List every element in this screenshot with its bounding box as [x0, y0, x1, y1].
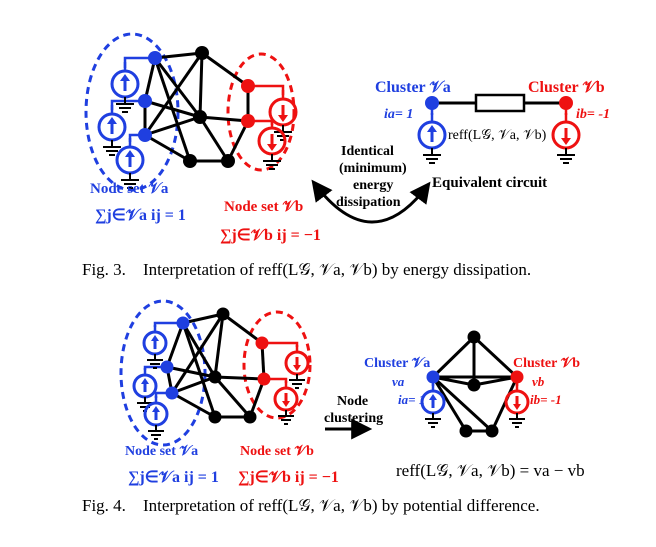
graph-edges [165, 312, 266, 419]
cluster-a-label: Cluster 𝒱a [375, 79, 451, 96]
vb-label: vb [532, 374, 545, 389]
ib-label: ib= -1 [530, 392, 562, 407]
figure-4: Node set 𝒱a ∑j∈𝒱a ij = 1 Node set 𝒱b ∑j∈… [0, 290, 656, 547]
arrow-text-2: (minimum) [339, 161, 407, 176]
reff-formula: reff(L𝒢, 𝒱a, 𝒱b) = va − vb [396, 461, 585, 480]
graph-nodes [160, 307, 271, 424]
va-label: va [392, 374, 405, 389]
node-set-b-label: Node set 𝒱b [224, 199, 303, 215]
sum-b-label: ∑j∈𝒱b ij = −1 [238, 469, 339, 486]
figure-4-caption: Fig. 4. Interpretation of reff(L𝒢, 𝒱a, 𝒱… [82, 496, 540, 516]
equivalent-circuit-label: Equivalent circuit [432, 175, 547, 191]
sum-a-label: ∑j∈𝒱a ij = 1 [128, 469, 219, 486]
caption-text: Interpretation of reff(L𝒢, 𝒱a, 𝒱b) by po… [142, 496, 540, 515]
ia-label: ia= 1 [384, 107, 413, 122]
node-set-b-label: Node set 𝒱b [240, 444, 314, 459]
cluster-b-label: Cluster 𝒱b [513, 356, 580, 371]
figure-4-graphic: Node set 𝒱a ∑j∈𝒱a ij = 1 Node set 𝒱b ∑j∈… [119, 299, 585, 486]
graph-nodes [138, 46, 255, 168]
sum-a-label: ∑j∈𝒱a ij = 1 [95, 207, 186, 224]
ia-label: ia= 1 [398, 392, 425, 407]
node-text: Node [337, 394, 368, 409]
node-set-b-ellipse [226, 52, 296, 172]
node-set-a-label: Node set 𝒱a [90, 181, 169, 197]
clustered-graph-edges [431, 335, 519, 433]
figure-3-graphic: Node set 𝒱a ∑j∈𝒱a ij = 1 Node set 𝒱b ∑j∈… [84, 32, 610, 244]
ib-label: ib= -1 [576, 107, 610, 122]
cluster-a-label: Cluster 𝒱a [364, 356, 430, 371]
node-set-a-label: Node set 𝒱a [125, 444, 198, 459]
arrow-text-4: dissipation [336, 195, 401, 210]
caption-number: Fig. 3. [82, 260, 126, 279]
double-arrow [311, 179, 431, 224]
caption-number: Fig. 4. [82, 496, 126, 515]
reff-label: reff(L𝒢, 𝒱a, 𝒱b) [448, 128, 547, 143]
node-set-a-ellipse [119, 299, 207, 447]
sum-b-label: ∑j∈𝒱b ij = −1 [220, 227, 321, 244]
equivalent-circuit [417, 93, 581, 165]
cluster-b-label: Cluster 𝒱b [528, 79, 605, 96]
caption-text: Interpretation of reff(L𝒢, 𝒱a, 𝒱b) by en… [142, 260, 532, 279]
figure-3-caption: Fig. 3. Interpretation of reff(L𝒢, 𝒱a, 𝒱… [82, 260, 531, 280]
arrow-text-3: energy [353, 178, 393, 193]
arrow-text-1: Identical [341, 144, 394, 159]
figure-3: Node set 𝒱a ∑j∈𝒱a ij = 1 Node set 𝒱b ∑j∈… [82, 32, 610, 280]
clustered-graph-nodes [426, 330, 524, 438]
node-set-b-ellipse [242, 310, 312, 420]
clustering-text: clustering [324, 411, 383, 426]
